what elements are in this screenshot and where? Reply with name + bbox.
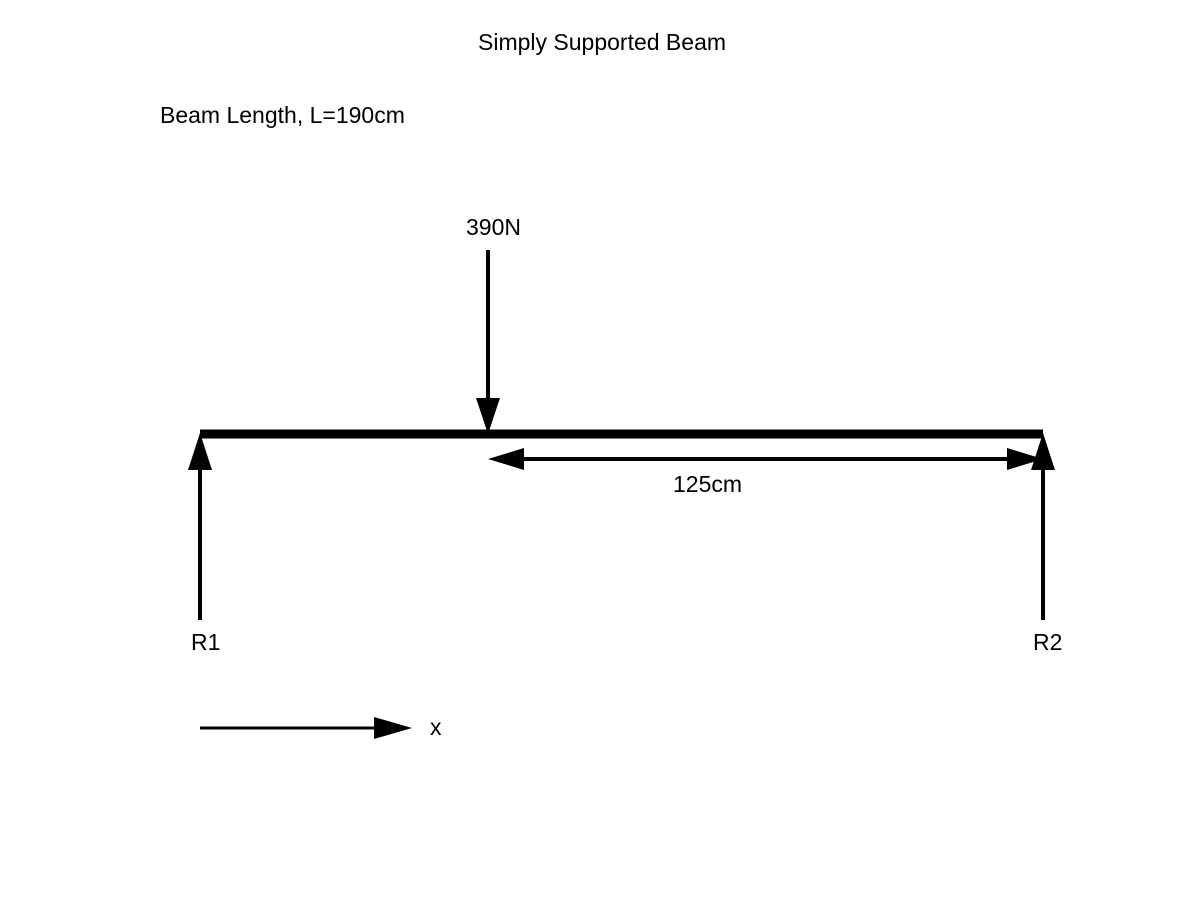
diagram-title: Simply Supported Beam	[478, 29, 727, 55]
dimension-arrow	[488, 448, 1043, 470]
point-load-arrow	[476, 250, 500, 434]
point-load-label: 390N	[466, 214, 521, 240]
x-axis-label: x	[430, 714, 442, 740]
reaction-r2-label: R2	[1033, 629, 1063, 655]
reaction-r1-label: R1	[191, 629, 221, 655]
x-axis-arrow	[200, 717, 412, 739]
beam-length-label: Beam Length, L=190cm	[160, 102, 405, 128]
reaction-r1-arrow	[188, 433, 212, 620]
dimension-label: 125cm	[673, 471, 743, 497]
